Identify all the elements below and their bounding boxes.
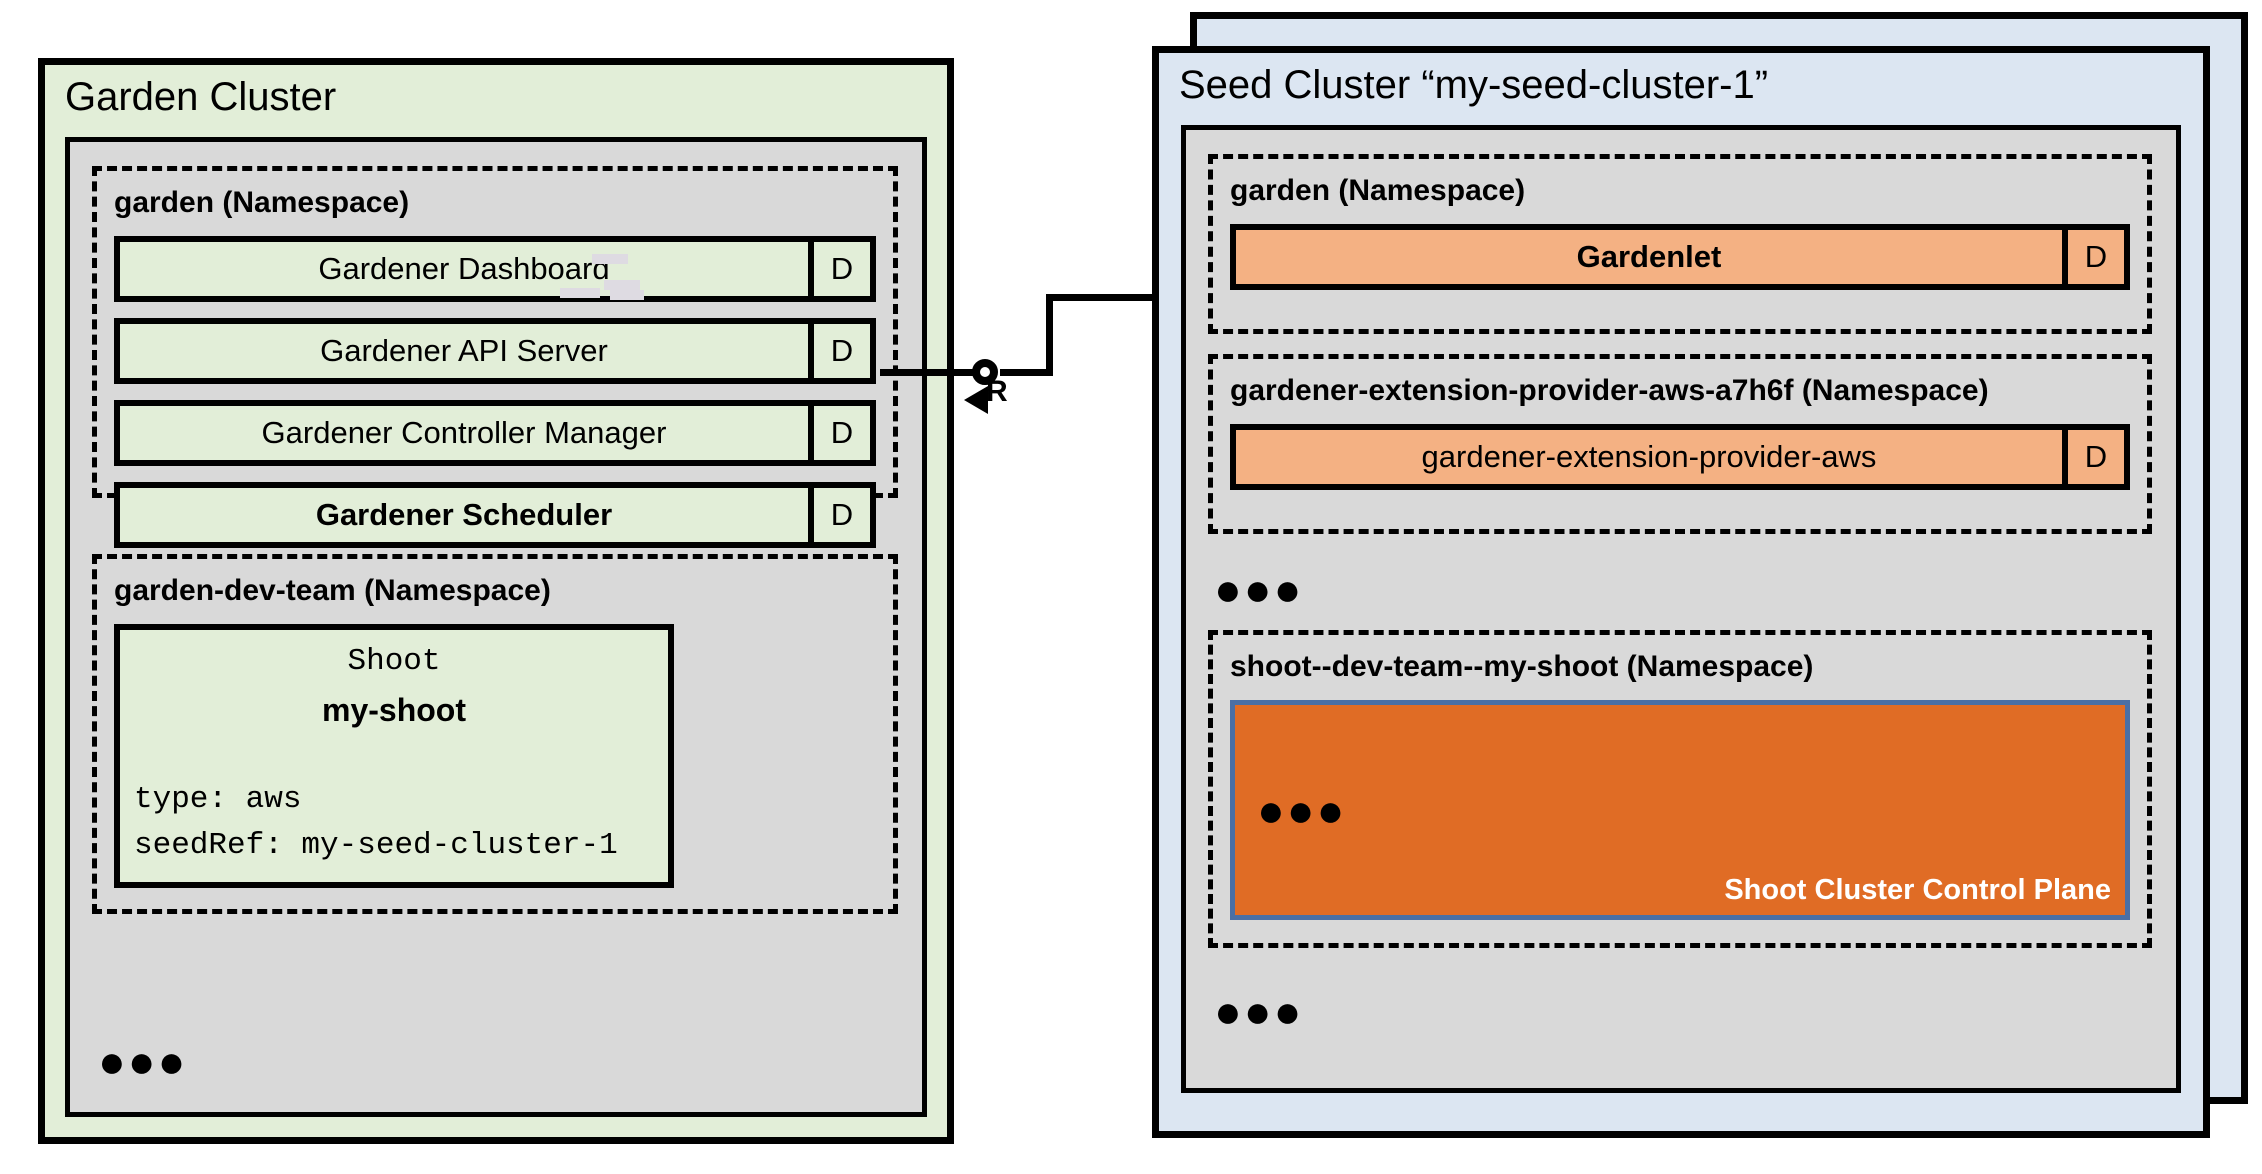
component-badge-deployment: D xyxy=(808,406,870,460)
seed-more-indicator-middle: ●●● xyxy=(1214,563,1304,615)
seed-namespace-extension-provider-aws-title: gardener-extension-provider-aws-a7h6f (N… xyxy=(1230,374,1989,407)
seed-cluster-title: Seed Cluster “my-seed-cluster-1” xyxy=(1179,63,1769,107)
component-label: Gardener API Server xyxy=(320,333,608,368)
component-badge-deployment: D xyxy=(2062,230,2124,284)
shoot-field-type: type: aws xyxy=(134,782,302,817)
seed-cluster-body: garden (Namespace) Gardenlet D gardener-… xyxy=(1181,125,2181,1093)
seed-namespace-extension-provider-aws xyxy=(1208,354,2152,534)
shoot-cluster-control-plane[interactable]: ●●● Shoot Cluster Control Plane xyxy=(1230,700,2130,920)
control-plane-label: Shoot Cluster Control Plane xyxy=(1724,874,2111,906)
shoot-field-seedref: seedRef: my-seed-cluster-1 xyxy=(134,828,618,863)
component-label: Gardener Dashboard xyxy=(120,242,808,300)
seed-more-indicator-bottom: ●●● xyxy=(1214,985,1304,1037)
connector-label: R xyxy=(986,375,1008,408)
component-label: Gardener Controller Manager xyxy=(261,415,667,450)
shoot-resource-card[interactable]: Shoot my-shoot type: aws seedRef: my-see… xyxy=(114,624,674,888)
seed-namespace-garden xyxy=(1208,154,2152,334)
watermark-mark xyxy=(592,254,628,264)
component-gardener-dashboard[interactable]: Gardener Dashboard D xyxy=(114,236,876,302)
seed-namespace-garden-title: garden (Namespace) xyxy=(1230,174,1526,207)
component-badge-deployment: D xyxy=(2062,430,2124,484)
namespace-garden-title: garden (Namespace) xyxy=(114,186,410,219)
connector-arrow-icon xyxy=(964,386,988,414)
component-gardenlet[interactable]: Gardenlet D xyxy=(1230,224,2130,290)
garden-cluster-body: garden (Namespace) Gardener Dashboard D … xyxy=(65,137,927,1117)
garden-cluster: Garden Cluster garden (Namespace) Garden… xyxy=(38,58,954,1144)
connector-segment xyxy=(1046,294,1224,301)
shoot-kind-label: Shoot xyxy=(347,644,441,679)
connector-segment xyxy=(1046,294,1053,376)
seed-cluster: Seed Cluster “my-seed-cluster-1” garden … xyxy=(1152,46,2210,1138)
control-plane-more-indicator: ●●● xyxy=(1257,784,1347,836)
connector-segment xyxy=(1000,369,1052,376)
connector-socket-icon xyxy=(972,359,998,385)
component-gardener-scheduler[interactable]: Gardener Scheduler D xyxy=(114,482,876,548)
component-gardener-api-server[interactable]: Gardener API Server D xyxy=(114,318,876,384)
component-badge-deployment: D xyxy=(808,242,870,296)
watermark-mark xyxy=(610,290,644,300)
connector-segment xyxy=(880,369,982,376)
component-label: gardener-extension-provider-aws xyxy=(1421,439,1877,474)
garden-more-indicator: ●●● xyxy=(98,1035,188,1087)
component-gardener-extension-provider-aws[interactable]: gardener-extension-provider-aws D xyxy=(1230,424,2130,490)
watermark-mark xyxy=(560,288,600,298)
component-badge-deployment: D xyxy=(808,488,870,542)
seed-namespace-shoot-dev-team-my-shoot xyxy=(1208,630,2152,948)
shoot-name-label: my-shoot xyxy=(322,692,466,728)
seed-namespace-shoot-title: shoot--dev-team--my-shoot (Namespace) xyxy=(1230,650,1814,683)
component-label: Gardenlet xyxy=(1576,239,1722,274)
component-gardener-controller-manager[interactable]: Gardener Controller Manager D xyxy=(114,400,876,466)
garden-cluster-title: Garden Cluster xyxy=(65,75,337,119)
watermark-mark xyxy=(604,280,640,290)
component-badge-deployment: D xyxy=(808,324,870,378)
component-label: Gardener Scheduler xyxy=(315,497,613,532)
namespace-garden-dev-team-title: garden-dev-team (Namespace) xyxy=(114,574,551,607)
namespace-garden-dev-team xyxy=(92,554,898,914)
